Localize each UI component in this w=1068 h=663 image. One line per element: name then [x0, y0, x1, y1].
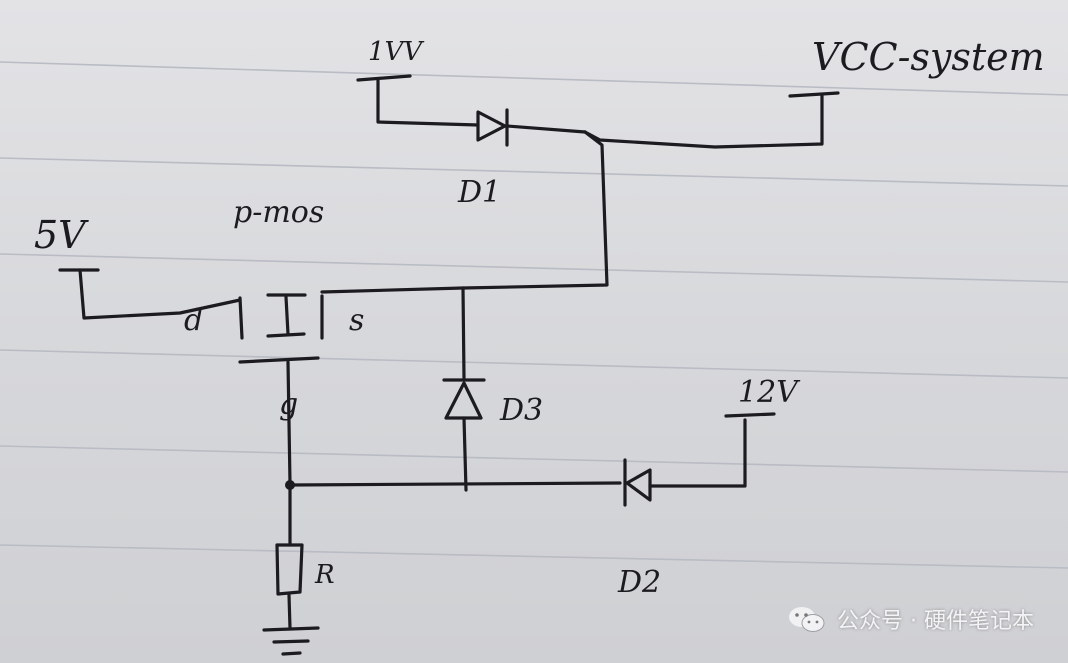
resistor-r [275, 483, 304, 630]
terminal-5v [58, 268, 242, 320]
label-12v: 12V [738, 375, 801, 410]
pmos-transistor [238, 286, 465, 485]
diode-d3 [442, 286, 486, 492]
ruled-lines [0, 61, 1068, 569]
label-pin-s: s [349, 303, 364, 338]
label-pin-d: d [184, 303, 203, 338]
ground-icon [262, 626, 320, 656]
label-d3: D3 [499, 393, 543, 428]
watermark-text: 公众号 · 硬件笔记本 [837, 609, 1034, 634]
watermark: 公众号 · 硬件笔记本 [787, 603, 1034, 635]
label-vcc-system: VCC-system [812, 35, 1045, 79]
label-d2: D2 [617, 565, 661, 600]
label-pmos: p-mos [233, 195, 324, 230]
label-1vv: 1VV [368, 37, 424, 67]
label-r: R [314, 560, 335, 590]
vcc-system-net [461, 91, 840, 290]
wechat-icon [789, 607, 825, 632]
terminal-1vv [356, 74, 480, 127]
label-5v: 5V [34, 213, 89, 257]
label-pin-g: g [279, 387, 298, 422]
label-d1: D1 [457, 175, 501, 210]
diode-d2 [288, 412, 776, 507]
diode-d1 [476, 108, 587, 147]
